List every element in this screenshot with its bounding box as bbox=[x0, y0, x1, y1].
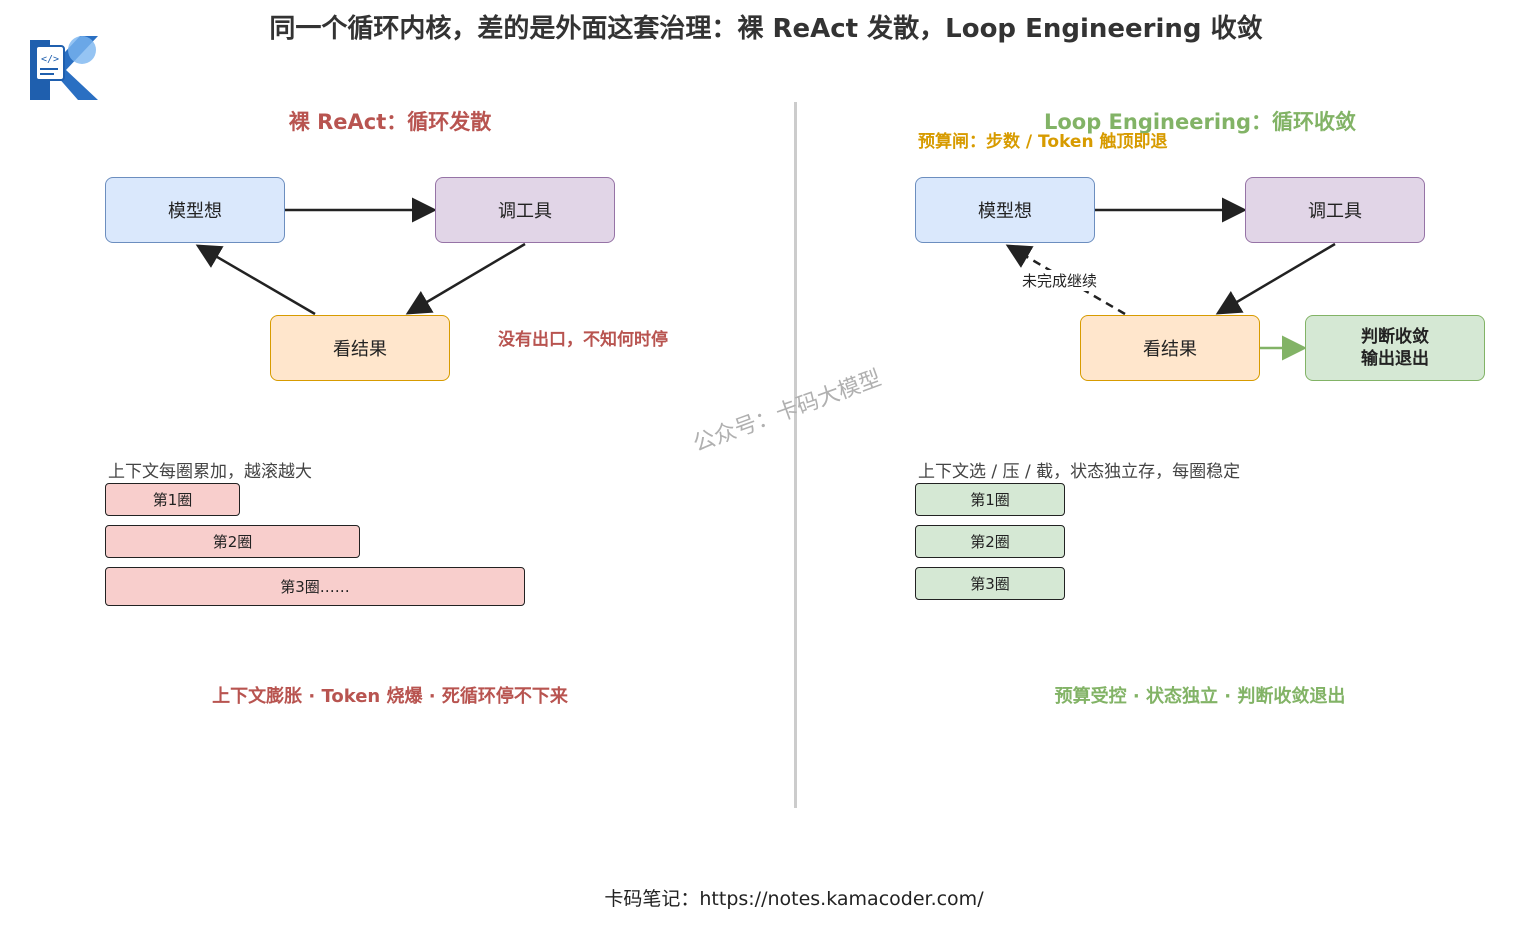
kamacoder-logo-icon: </> bbox=[28, 32, 100, 102]
node-see-result-left: 看结果 bbox=[270, 315, 450, 381]
right-round-1: 第1圈 bbox=[915, 483, 1065, 516]
right-heading: Loop Engineering：循环收敛 bbox=[1043, 110, 1357, 134]
arrow-tool-to-result-left bbox=[405, 242, 526, 315]
left-summary: 上下文膨胀 · Token 烧爆 · 死循环停不下来 bbox=[212, 686, 568, 707]
arrow-tool-to-result-right bbox=[1215, 242, 1336, 315]
left-heading: 裸 ReAct：循环发散 bbox=[288, 110, 492, 134]
center-divider bbox=[794, 102, 797, 808]
budget-gate-note: 预算闸：步数 / Token 触顶即退 bbox=[918, 132, 1168, 152]
svg-text:</>: </> bbox=[41, 54, 59, 65]
continue-edge-label: 未完成继续 bbox=[1020, 270, 1100, 291]
no-exit-note: 没有出口，不知何时停 bbox=[498, 330, 668, 350]
right-summary: 预算受控 · 状态独立 · 判断收敛退出 bbox=[1054, 686, 1346, 707]
arrow-result-to-think-left bbox=[195, 244, 316, 316]
node-model-think-right: 模型想 bbox=[915, 177, 1095, 243]
node-converge-exit: 判断收敛 输出退出 bbox=[1305, 315, 1485, 381]
node-call-tool-right: 调工具 bbox=[1245, 177, 1425, 243]
left-context-note: 上下文每圈累加，越滚越大 bbox=[108, 462, 312, 482]
footer-link[interactable]: 卡码笔记：https://notes.kamacoder.com/ bbox=[604, 888, 984, 910]
node-model-think-left: 模型想 bbox=[105, 177, 285, 243]
page-title: 同一个循环内核，差的是外面这套治理：裸 ReAct 发散，Loop Engine… bbox=[269, 14, 1263, 44]
left-round-2: 第2圈 bbox=[105, 525, 360, 558]
right-round-3: 第3圈 bbox=[915, 567, 1065, 600]
right-context-note: 上下文选 / 压 / 截，状态独立存，每圈稳定 bbox=[918, 462, 1241, 482]
right-round-2: 第2圈 bbox=[915, 525, 1065, 558]
left-round-3: 第3圈…… bbox=[105, 567, 525, 606]
node-see-result-right: 看结果 bbox=[1080, 315, 1260, 381]
left-round-1: 第1圈 bbox=[105, 483, 240, 516]
node-call-tool-left: 调工具 bbox=[435, 177, 615, 243]
